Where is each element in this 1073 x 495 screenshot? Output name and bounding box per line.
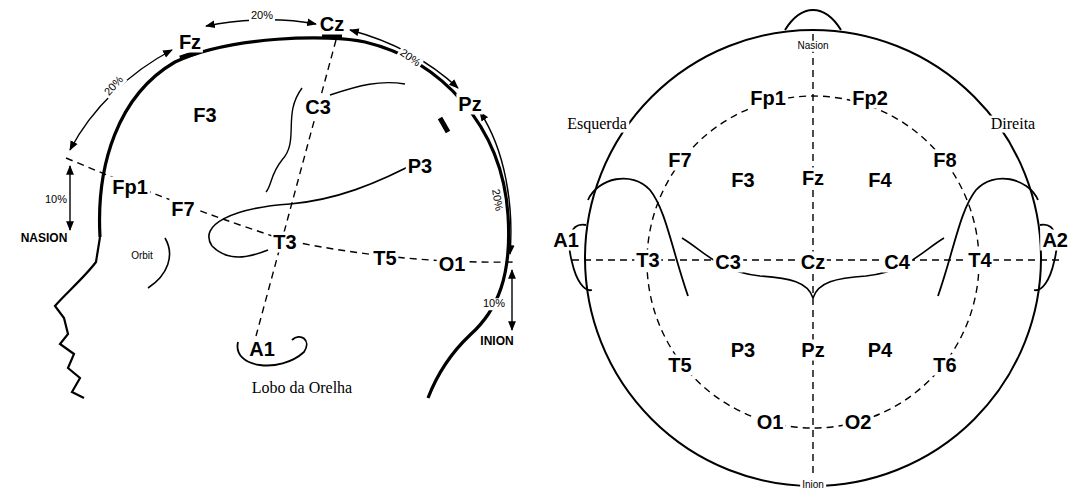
percent-label: 20% xyxy=(489,186,505,214)
percent-label: 10% xyxy=(43,194,69,206)
landmark-label: Inion xyxy=(800,480,826,491)
electrode-label: P3 xyxy=(406,156,434,177)
head-profile xyxy=(55,36,509,398)
head-outline xyxy=(585,30,1041,486)
measure-arrow xyxy=(350,30,458,88)
sylvian-fissure xyxy=(209,158,425,246)
electrode-marker xyxy=(440,118,448,132)
measure-arrow xyxy=(511,270,512,330)
dashed-line xyxy=(256,40,336,336)
electrode-label: T5 xyxy=(371,248,398,269)
electrode-label: P3 xyxy=(729,340,757,361)
measure-arrow xyxy=(69,166,70,230)
electrode-label: Cz xyxy=(318,14,346,35)
ear-lobe xyxy=(237,337,306,366)
electrode-label: A1 xyxy=(247,339,277,360)
nose-outline xyxy=(785,10,841,30)
electrode-label: A2 xyxy=(1040,230,1070,251)
electrode-label: Fz xyxy=(177,32,203,53)
landmark-label: INION xyxy=(478,335,515,348)
percent-label: 20% xyxy=(101,72,127,99)
electrode-label: F3 xyxy=(191,105,218,126)
skull-outline xyxy=(100,38,509,398)
electrode-label: T3 xyxy=(634,250,661,271)
percent-label: 20% xyxy=(396,46,424,70)
electrode-label: Pz xyxy=(456,94,483,115)
head-top-view xyxy=(569,10,1060,486)
electrode-label: T6 xyxy=(931,355,958,376)
side-label: Direita xyxy=(989,116,1037,133)
measure-lines xyxy=(66,20,514,336)
electrode-label: C3 xyxy=(303,97,333,118)
electrode-label: Fp2 xyxy=(850,88,890,109)
orbit-outline xyxy=(148,238,170,288)
dashed-line xyxy=(66,158,514,262)
electrode-label: F7 xyxy=(666,150,693,171)
electrode-label: T3 xyxy=(271,232,298,253)
electrode-label: Fp1 xyxy=(110,177,150,198)
electrode-label: C3 xyxy=(713,252,743,273)
electrode-label: F8 xyxy=(931,150,958,171)
electrode-label: O1 xyxy=(755,412,786,433)
electrode-marker xyxy=(180,52,198,58)
electrode-label: Cz xyxy=(799,252,827,273)
electrode-label: Fz xyxy=(800,168,826,189)
central-sulcus xyxy=(813,238,944,298)
percent-label: 10% xyxy=(481,298,507,310)
percent-label: 20% xyxy=(249,10,275,22)
ear-outline xyxy=(588,179,688,296)
electrode-label: O1 xyxy=(437,254,468,275)
electrode-label: A1 xyxy=(551,230,581,251)
central-sulcus xyxy=(266,88,302,192)
electrode-label: O2 xyxy=(843,412,874,433)
landmark-label: Orbit xyxy=(129,251,155,262)
electrode-label: Fp1 xyxy=(748,88,788,109)
face-outline xyxy=(55,237,100,398)
landmark-label: NASION xyxy=(19,232,70,245)
caption-label: Lobo da Orelha xyxy=(250,380,354,397)
electrode-label: T5 xyxy=(666,355,693,376)
temporal-lobe xyxy=(212,246,268,257)
electrode-label: F4 xyxy=(866,170,893,191)
electrode-label: Pz xyxy=(799,340,826,361)
landmark-label: Nasion xyxy=(795,41,830,52)
electrode-label: P4 xyxy=(866,340,894,361)
measure-arrow xyxy=(70,50,172,150)
electrode-label: F7 xyxy=(169,199,196,220)
central-sulcus xyxy=(682,238,813,298)
electrode-label: T4 xyxy=(966,250,993,271)
measure-arrow xyxy=(480,112,511,254)
central-sulcus xyxy=(330,83,405,95)
side-label: Esquerda xyxy=(565,116,629,133)
electrode-label: F3 xyxy=(729,170,756,191)
ear-outline xyxy=(938,179,1038,296)
electrode-label: C4 xyxy=(882,252,912,273)
